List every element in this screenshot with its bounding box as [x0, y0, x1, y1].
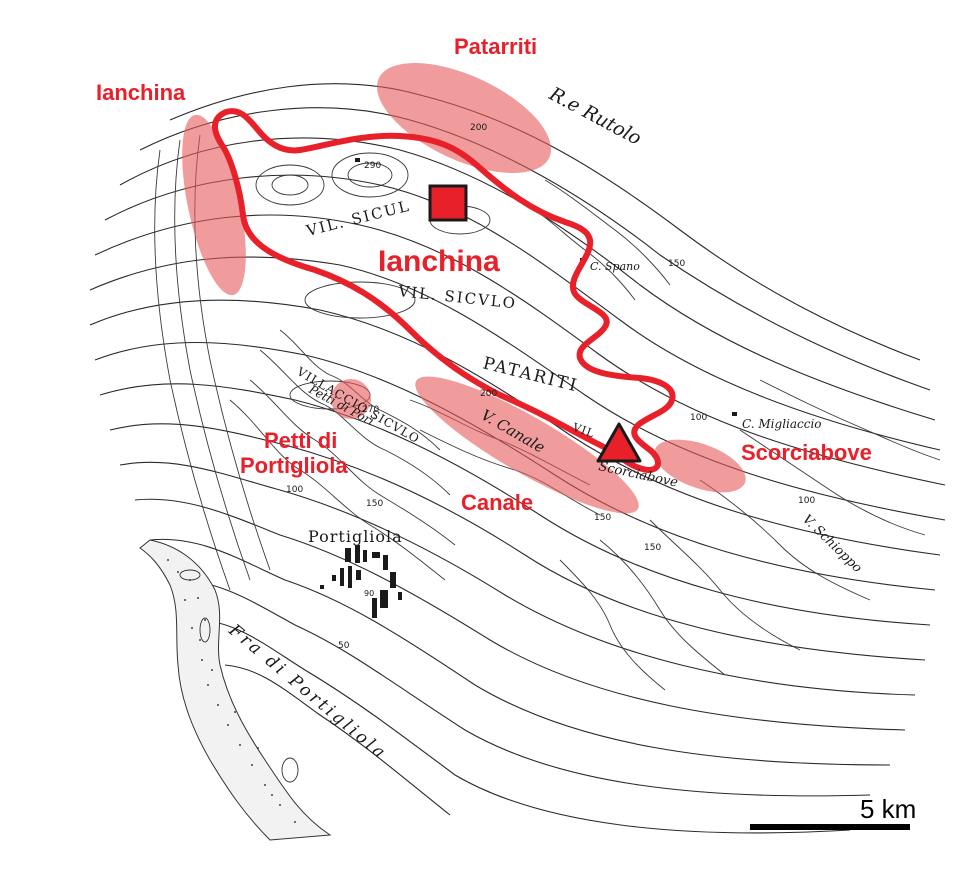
scale-bar: 5 km: [750, 794, 916, 830]
triangle-marker: [596, 422, 642, 463]
scale-bar-label: 5 km: [860, 794, 916, 824]
map-label-vil-sicul-2: VIL. SICVLO: [397, 282, 518, 312]
map-label-r-rutolo: R.e Rutolo: [545, 83, 645, 150]
scale-bar-line: [750, 824, 910, 830]
elevation-label: 150: [668, 259, 685, 269]
zone-label-petti-di-portigliola-line2: Portigliola: [240, 453, 348, 478]
map-label-c-spano: C. Spano: [590, 260, 640, 273]
elevation-label: 100: [286, 485, 303, 495]
elevation-label: 200: [480, 389, 497, 399]
elevation-labels: 290 200 150 270 200 150 100 150 90 50 15…: [286, 123, 815, 651]
coastal-strip: [139, 539, 332, 841]
elevation-label: 100: [798, 496, 815, 506]
zone-label-ianchina-west: Ianchina: [96, 80, 186, 105]
zone-petti-di-portigliola: [331, 379, 371, 419]
zone-labels: Patarriti Ianchina Ianchina Petti di Por…: [96, 34, 872, 515]
zone-label-petti-di-portigliola-line1: Petti di: [264, 428, 337, 453]
building-marker: [732, 412, 737, 416]
map-label-vil-sicul-1: VIL. SICUL: [304, 197, 413, 240]
zone-label-canale: Canale: [461, 490, 533, 515]
elevation-label: 90: [364, 589, 374, 598]
main-area-label: Ianchina: [378, 245, 500, 278]
square-marker: [428, 184, 468, 222]
elevation-label: 150: [366, 499, 383, 509]
elevation-label: 270: [362, 405, 379, 415]
portigliola-town-buildings: [320, 545, 402, 618]
map-label-portigliola-town: Portigliola: [308, 527, 403, 546]
elevation-label: 50: [338, 641, 350, 651]
zone-label-patarriti: Patarriti: [454, 34, 537, 59]
map-label-c-migliaccio: C. Migliaccio: [742, 417, 822, 431]
elevation-label: 150: [594, 513, 611, 523]
ianchina-boundary: [212, 108, 676, 473]
elevation-label: 200: [470, 123, 487, 133]
zone-canale: [415, 376, 639, 514]
zone-patarriti: [376, 62, 552, 174]
zone-ianchina-west: [182, 114, 246, 296]
elevation-label: 150: [644, 543, 661, 553]
highlighted-zones: [182, 62, 746, 514]
zone-label-scorciabove: Scorciabove: [741, 440, 872, 465]
zone-scorciabove: [654, 439, 746, 493]
map-label-v-schioppo: V. Schioppo: [799, 512, 864, 576]
elevation-label: 100: [690, 413, 707, 423]
building-marker: [355, 158, 360, 162]
elevation-label: 290: [364, 161, 381, 171]
